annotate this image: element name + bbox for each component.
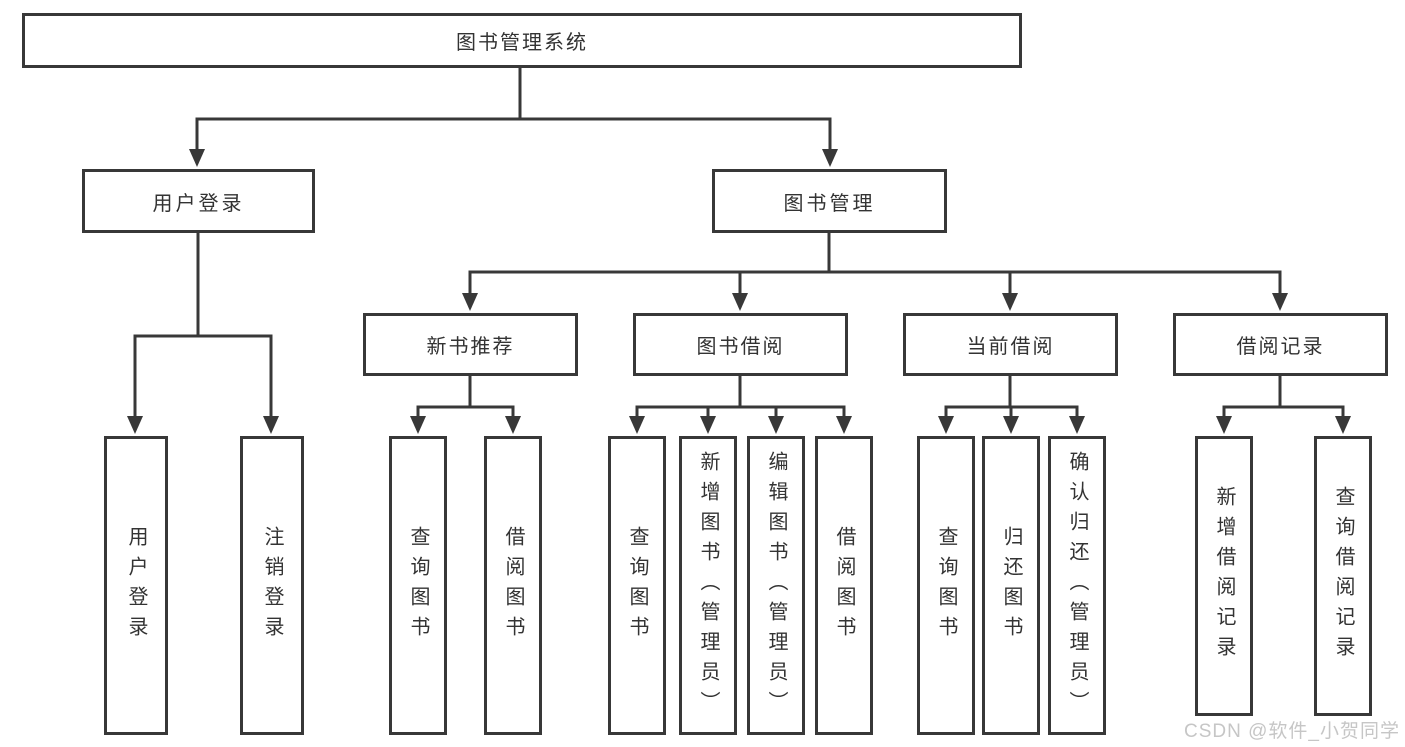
node-user-login-branch: 用户登录 (82, 169, 315, 233)
leaf-current-return-books-label: 归还图书 (1000, 525, 1022, 646)
leaf-record-query-borrow-record-label: 查询借阅记录 (1332, 486, 1354, 666)
leaf-borrow-edit-books-admin-label: 编辑图书（管理员） (765, 450, 787, 721)
leaf-current-query-books-label: 查询图书 (935, 525, 957, 646)
leaf-user-login-label: 用户登录 (125, 525, 147, 646)
leaf-borrow-query-books-label: 查询图书 (626, 525, 648, 646)
node-module-new-book-label: 新书推荐 (426, 336, 515, 358)
leaf-current-query-books: 查询图书 (917, 436, 975, 735)
node-module-current-borrow: 当前借阅 (903, 313, 1118, 376)
leaf-logout: 注销登录 (240, 436, 304, 735)
leaf-newbook-query-books: 查询图书 (389, 436, 447, 735)
csdn-watermark: CSDN @软件_小贺同学 (1184, 721, 1400, 742)
node-book-management-branch: 图书管理 (712, 169, 947, 233)
node-user-login-label: 用户登录 (152, 192, 245, 215)
node-module-book-borrow: 图书借阅 (633, 313, 848, 376)
node-book-management-label: 图书管理 (783, 192, 876, 215)
leaf-record-add-borrow-record-label: 新增借阅记录 (1213, 486, 1235, 666)
node-module-new-book: 新书推荐 (363, 313, 578, 376)
leaf-newbook-query-books-label: 查询图书 (407, 525, 429, 646)
node-module-borrow-record: 借阅记录 (1173, 313, 1388, 376)
leaf-current-confirm-return-admin-label: 确认归还（管理员） (1066, 450, 1088, 721)
leaf-borrow-borrow-books-label: 借阅图书 (833, 525, 855, 646)
leaf-user-login: 用户登录 (104, 436, 168, 735)
leaf-borrow-query-books: 查询图书 (608, 436, 666, 735)
leaf-newbook-borrow-books-label: 借阅图书 (502, 525, 524, 646)
leaf-newbook-borrow-books: 借阅图书 (484, 436, 542, 735)
node-root: 图书管理系统 (22, 13, 1022, 68)
arrowheads (127, 149, 1351, 434)
leaf-record-add-borrow-record: 新增借阅记录 (1195, 436, 1253, 716)
leaf-borrow-borrow-books: 借阅图书 (815, 436, 873, 735)
leaf-logout-label: 注销登录 (261, 525, 283, 646)
leaf-current-return-books: 归还图书 (982, 436, 1040, 735)
node-module-book-borrow-label: 图书借阅 (696, 336, 785, 358)
leaf-borrow-add-books-admin: 新增图书（管理员） (679, 436, 737, 735)
leaf-borrow-edit-books-admin: 编辑图书（管理员） (747, 436, 805, 735)
leaf-current-confirm-return-admin: 确认归还（管理员） (1048, 436, 1106, 735)
leaf-borrow-add-books-admin-label: 新增图书（管理员） (697, 450, 719, 721)
node-root-label: 图书管理系统 (456, 32, 588, 54)
node-module-current-borrow-label: 当前借阅 (966, 336, 1055, 358)
leaf-record-query-borrow-record: 查询借阅记录 (1314, 436, 1372, 716)
node-module-borrow-record-label: 借阅记录 (1236, 336, 1325, 358)
